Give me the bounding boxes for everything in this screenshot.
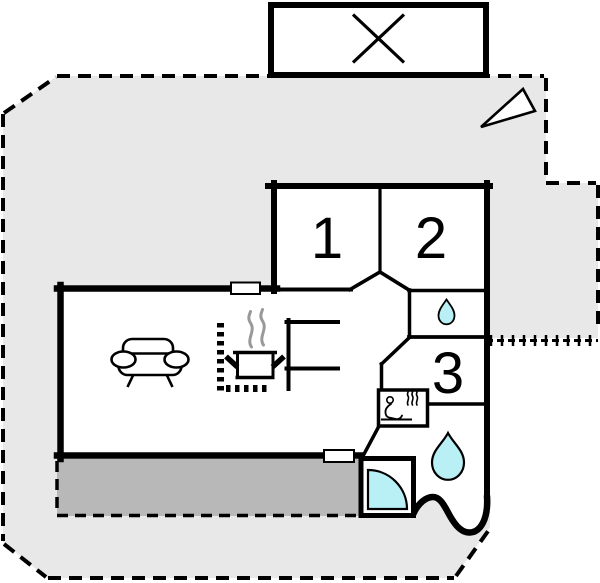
- interior-walls: [275, 184, 489, 459]
- room-3-label: 3: [432, 341, 464, 406]
- water-drop-icon: [430, 430, 466, 481]
- windows: [230, 281, 355, 463]
- sofa-icon: [110, 337, 190, 388]
- terrace-dashed-edge: [55, 461, 361, 518]
- water-drop-icon: [437, 297, 456, 326]
- window-icon: [323, 449, 355, 463]
- window-icon: [230, 281, 261, 295]
- crossed-box-icon: [268, 2, 489, 78]
- steam-icon: [247, 308, 266, 349]
- table-icon: [284, 318, 340, 391]
- room-2-label: 2: [415, 206, 447, 271]
- room-1-label: 1: [311, 206, 343, 271]
- sauna-person-icon: [376, 388, 430, 428]
- wavy-bath-wall: [409, 492, 491, 536]
- fence-tick-line-icon: [486, 335, 598, 346]
- terrace: [55, 459, 362, 518]
- north-arrow-icon: [480, 86, 537, 129]
- terrace-fill: [57, 459, 362, 516]
- stove-pot-icon: [217, 308, 286, 392]
- shower-quarter-icon: [358, 456, 416, 518]
